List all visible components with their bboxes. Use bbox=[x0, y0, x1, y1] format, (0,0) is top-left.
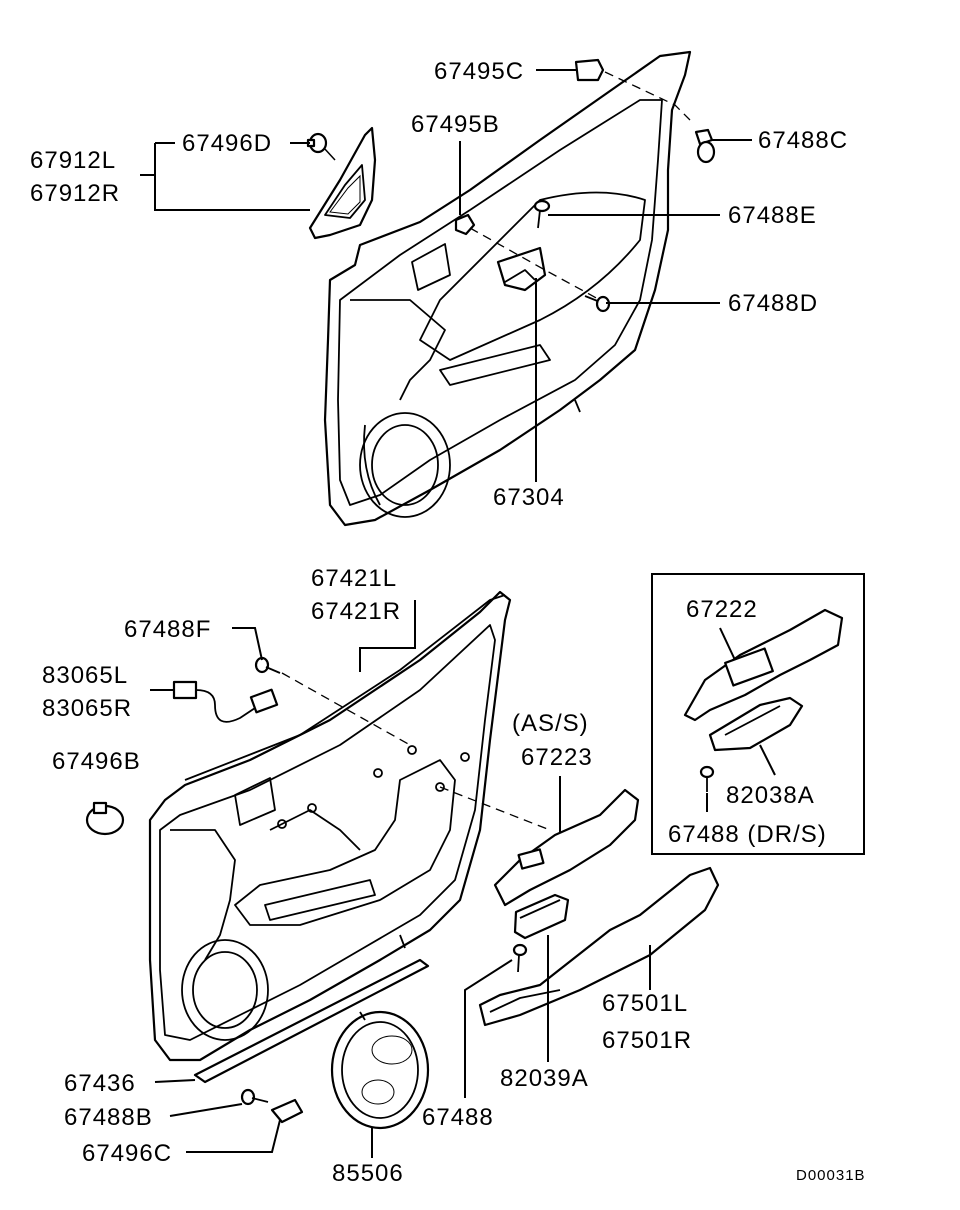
screw-67488F bbox=[254, 656, 281, 674]
label-67496C: 67496C bbox=[82, 1140, 172, 1167]
label-67488F: 67488F bbox=[124, 616, 211, 643]
switch-panel-67223 bbox=[493, 788, 640, 907]
label-67304: 67304 bbox=[493, 484, 565, 511]
bracket-67304 bbox=[496, 246, 547, 292]
label-67496B: 67496B bbox=[52, 748, 141, 775]
label-67495C: 67495C bbox=[434, 58, 524, 85]
screw-67488E bbox=[533, 199, 551, 229]
clip-67496D bbox=[306, 132, 328, 154]
part-labels: 67495C 67495B 67496D 67912L 67912R 67488… bbox=[30, 58, 866, 1187]
label-85506: 85506 bbox=[332, 1160, 404, 1187]
label-67912R: 67912R bbox=[30, 180, 120, 207]
label-67488: 67488 bbox=[422, 1104, 494, 1131]
screw-67488B bbox=[240, 1088, 269, 1106]
label-67488C: 67488C bbox=[758, 127, 848, 154]
label-67488D: 67488D bbox=[728, 290, 818, 317]
label-as-s: (AS/S) bbox=[512, 710, 589, 737]
label-67496D: 67496D bbox=[182, 130, 272, 157]
label-67501R: 67501R bbox=[602, 1027, 692, 1054]
label-67421L: 67421L bbox=[311, 565, 397, 592]
label-67488B: 67488B bbox=[64, 1104, 153, 1131]
screw-67488-drs bbox=[699, 765, 715, 792]
speaker-grille-85506 bbox=[330, 1010, 430, 1130]
clip-67496B bbox=[85, 801, 125, 836]
clip-67496C bbox=[270, 1098, 304, 1124]
clip-67495C bbox=[574, 58, 605, 82]
label-67488-drs: 67488 (DR/S) bbox=[668, 821, 827, 848]
label-67501L: 67501L bbox=[602, 990, 688, 1017]
label-67223: 67223 bbox=[521, 744, 593, 771]
switch-82039A bbox=[513, 893, 570, 940]
label-67495B: 67495B bbox=[411, 111, 500, 138]
label-82039A: 82039A bbox=[500, 1065, 589, 1092]
tweeter-cover-67912 bbox=[308, 126, 377, 240]
upper-door-trim-panel bbox=[323, 50, 692, 527]
clip-67495B bbox=[454, 213, 476, 236]
moulding-67436 bbox=[193, 958, 430, 1084]
clip-67488C bbox=[694, 128, 716, 164]
label-82038A: 82038A bbox=[726, 782, 815, 809]
switch-panel-67222 bbox=[683, 608, 844, 722]
armrest-67501 bbox=[478, 866, 720, 1027]
screw-67488-lower bbox=[512, 943, 528, 973]
label-83065R: 83065R bbox=[42, 695, 132, 722]
lower-door-trim-panel bbox=[148, 590, 512, 1062]
label-67488E: 67488E bbox=[728, 202, 817, 229]
wire-harness-83065 bbox=[172, 680, 279, 723]
label-67421R: 67421R bbox=[311, 598, 401, 625]
diagram-code: D00031B bbox=[796, 1167, 866, 1184]
label-67222: 67222 bbox=[686, 596, 758, 623]
label-83065L: 83065L bbox=[42, 662, 128, 689]
label-67912L: 67912L bbox=[30, 147, 116, 174]
driver-side-inset-box bbox=[651, 573, 865, 855]
switch-82038A bbox=[708, 696, 804, 752]
leader-lines bbox=[140, 69, 776, 1158]
weatherstrip-67421 bbox=[184, 594, 506, 781]
label-67436: 67436 bbox=[64, 1070, 136, 1097]
